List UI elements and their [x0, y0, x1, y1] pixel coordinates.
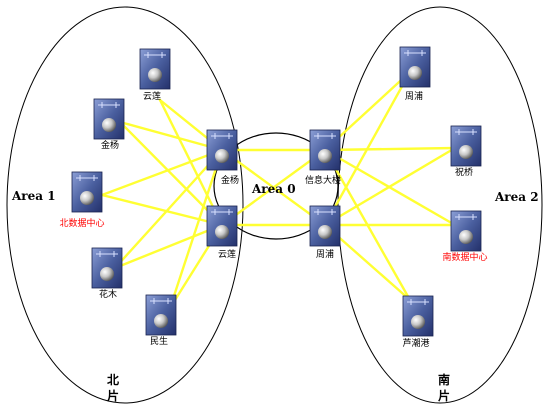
- link: [118, 120, 224, 227]
- device-label-north-yunlian: 云莲: [142, 92, 162, 102]
- router-south-datacenter[interactable]: [450, 210, 482, 252]
- area2-boundary: [337, 6, 543, 404]
- device-label-core-zhoupu: 周浦: [315, 250, 335, 260]
- router-north-huamu[interactable]: [91, 247, 123, 289]
- link: [168, 148, 224, 310]
- link: [113, 148, 224, 270]
- router-core-yunlian[interactable]: [206, 205, 238, 247]
- north-zone-label: 北片: [106, 373, 119, 403]
- link: [323, 146, 457, 152]
- device-label-core-jinyang: 金杨: [220, 176, 240, 186]
- link: [113, 223, 224, 270]
- router-south-zhuqiao[interactable]: [450, 125, 482, 167]
- router-core-zhoupu[interactable]: [309, 205, 341, 247]
- area2-label: Area 2: [495, 190, 539, 204]
- area1-label: Area 1: [12, 189, 56, 203]
- router-south-luchaogang[interactable]: [402, 295, 434, 337]
- device-label-core-yunlian: 云莲: [217, 250, 237, 260]
- area0-boundary: [213, 132, 339, 240]
- link: [323, 148, 412, 302]
- device-label-north-datacenter: 北数据中心: [59, 219, 105, 229]
- device-label-north-minsheng: 民生: [149, 337, 169, 347]
- router-core-xinxi[interactable]: [309, 129, 341, 171]
- devices: [71, 46, 482, 337]
- area0-label: Area 0: [252, 182, 296, 196]
- device-label-south-zhuqiao: 祝桥: [454, 168, 474, 178]
- device-label-south-luchaogang: 芦潮港: [402, 339, 430, 349]
- router-core-jinyang[interactable]: [206, 129, 238, 171]
- device-label-core-xinxi: 信息大楼: [304, 176, 342, 186]
- router-north-yunlian[interactable]: [139, 48, 171, 90]
- device-label-south-zhoupu: 周浦: [404, 92, 424, 102]
- router-north-jinyang[interactable]: [93, 98, 125, 140]
- link: [100, 148, 224, 197]
- link: [323, 148, 457, 227]
- south-zone-label: 南片: [437, 373, 450, 403]
- area1-boundary: [6, 6, 244, 404]
- link: [118, 120, 224, 152]
- router-north-datacenter[interactable]: [71, 171, 103, 213]
- router-north-minsheng[interactable]: [145, 294, 177, 336]
- device-label-north-huamu: 花木: [98, 290, 118, 300]
- link: [100, 193, 224, 227]
- link: [220, 148, 327, 227]
- device-label-south-datacenter: 南数据中心: [442, 253, 488, 263]
- router-south-zhoupu[interactable]: [399, 46, 431, 88]
- device-label-north-jinyang: 金杨: [100, 141, 120, 151]
